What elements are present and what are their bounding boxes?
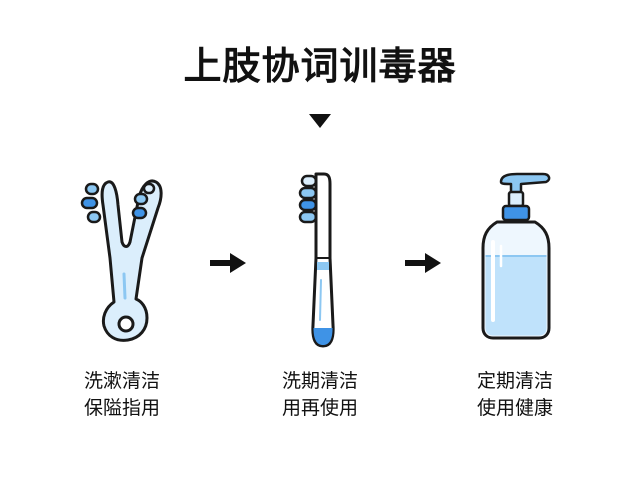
toothbrush-icon bbox=[298, 172, 335, 348]
step-2-caption-line-2: 用再使用 bbox=[281, 397, 358, 419]
step-1-caption: 洗漱清洁 保隘指用 bbox=[32, 368, 212, 422]
step-2-caption-line-1: 洗期清洁 bbox=[281, 370, 358, 392]
tongue-brush-icon bbox=[80, 179, 163, 342]
step-2-caption: 洗期清洁 用再使用 bbox=[230, 368, 410, 422]
step-3-caption: 定期清洁 使用健康 bbox=[425, 368, 605, 422]
right-arrow-icon bbox=[210, 253, 246, 273]
step-1-caption-line-2: 保隘指用 bbox=[83, 397, 160, 419]
step-3-caption-line-1: 定期清洁 bbox=[476, 370, 553, 392]
step-1-caption-line-1: 洗漱清洁 bbox=[83, 370, 160, 392]
step-3-caption-line-2: 使用健康 bbox=[476, 397, 553, 419]
down-arrow-icon bbox=[309, 114, 331, 128]
sanitizer-bottle-icon bbox=[481, 172, 551, 340]
diagram-title: 上肢协词训毒器 bbox=[183, 44, 457, 88]
right-arrow-icon bbox=[405, 253, 441, 273]
